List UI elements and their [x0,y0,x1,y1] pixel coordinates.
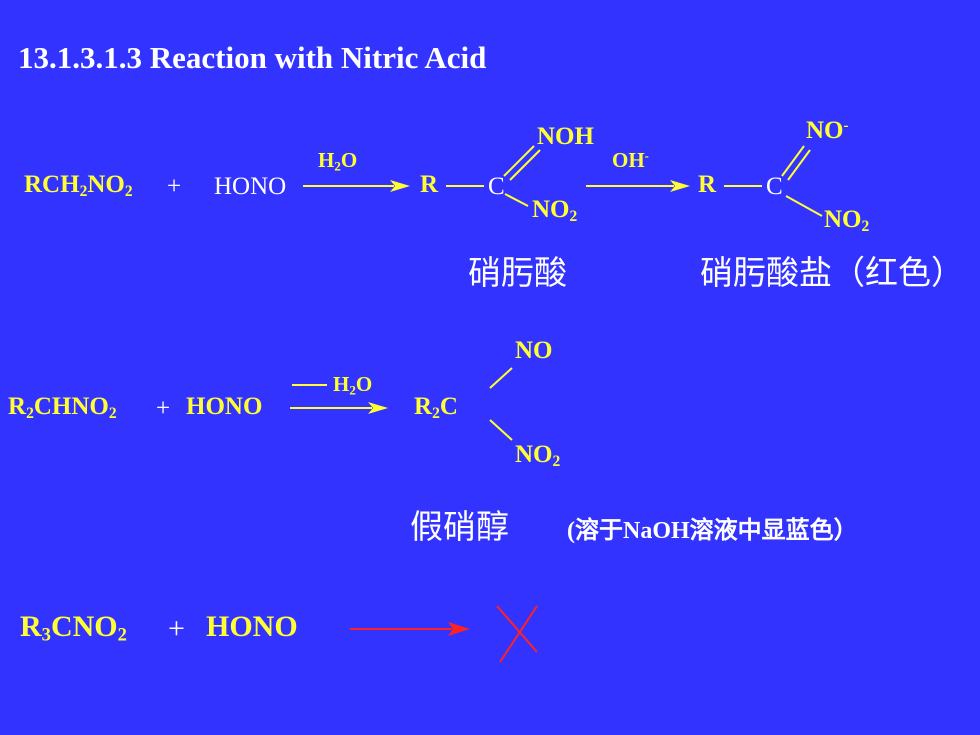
r2-bond-c-no2 [489,419,513,441]
r1-salt-double-bond [781,145,811,181]
r1-condition-h2o: H2O [318,148,358,174]
r1-arrow-1 [303,180,410,192]
r1-product-noh: NOH [537,123,594,150]
r3-reactant-r3cno2: R3CNO2 [20,610,127,646]
no-reaction-cross-icon [496,605,538,663]
r2-product-no2: NO2 [515,441,561,470]
r2-reactant-r2chno2: R2CHNO2 [8,393,117,422]
r3-arrow [350,622,470,636]
r1-arrow-2 [586,180,690,192]
r1-salt-no-minus: NO- [806,117,849,144]
r1-product-c: C [488,173,505,200]
r2-bond-c-no [489,367,513,389]
r1-plus: + [167,173,182,200]
r1-reactant-rch2no2: RCH2NO2 [24,171,133,200]
r2-note-blue-in-naoh: (溶于NaOH溶液中显蓝色） [567,516,858,544]
r1-product-no2: NO2 [532,196,578,225]
r1-label-nitrolic-acid: 硝肟酸 [468,253,567,292]
r1-reactant-hono: HONO [214,173,287,200]
r1-condition-oh: OH- [612,148,649,172]
r1-salt-no2: NO2 [824,206,870,235]
r2-plus: + [156,395,171,422]
r1-salt-c: C [766,173,783,200]
r2-product-no: NO [515,337,553,364]
r2-product-r2c: R2C [414,393,458,422]
r3-reactant-hono: HONO [206,610,298,643]
r1-double-bond-c-noh [503,145,541,181]
r2-arrow [290,384,388,414]
r1-salt-bond-c-no2 [785,195,823,217]
r1-label-nitrolate-red: 硝肟酸盐（红色） [700,253,964,292]
r1-salt-r: R [698,171,717,198]
page-title: 13.1.3.1.3 Reaction with Nitric Acid [18,40,487,75]
r2-reactant-hono: HONO [186,393,263,420]
r3-plus: + [168,612,185,645]
r2-condition-h2o: H2O [333,372,373,398]
r2-label-pseudonitrole: 假硝醇 [410,507,509,546]
r1-product-r: R [420,171,439,198]
r1-bond-c-no2 [504,193,529,207]
